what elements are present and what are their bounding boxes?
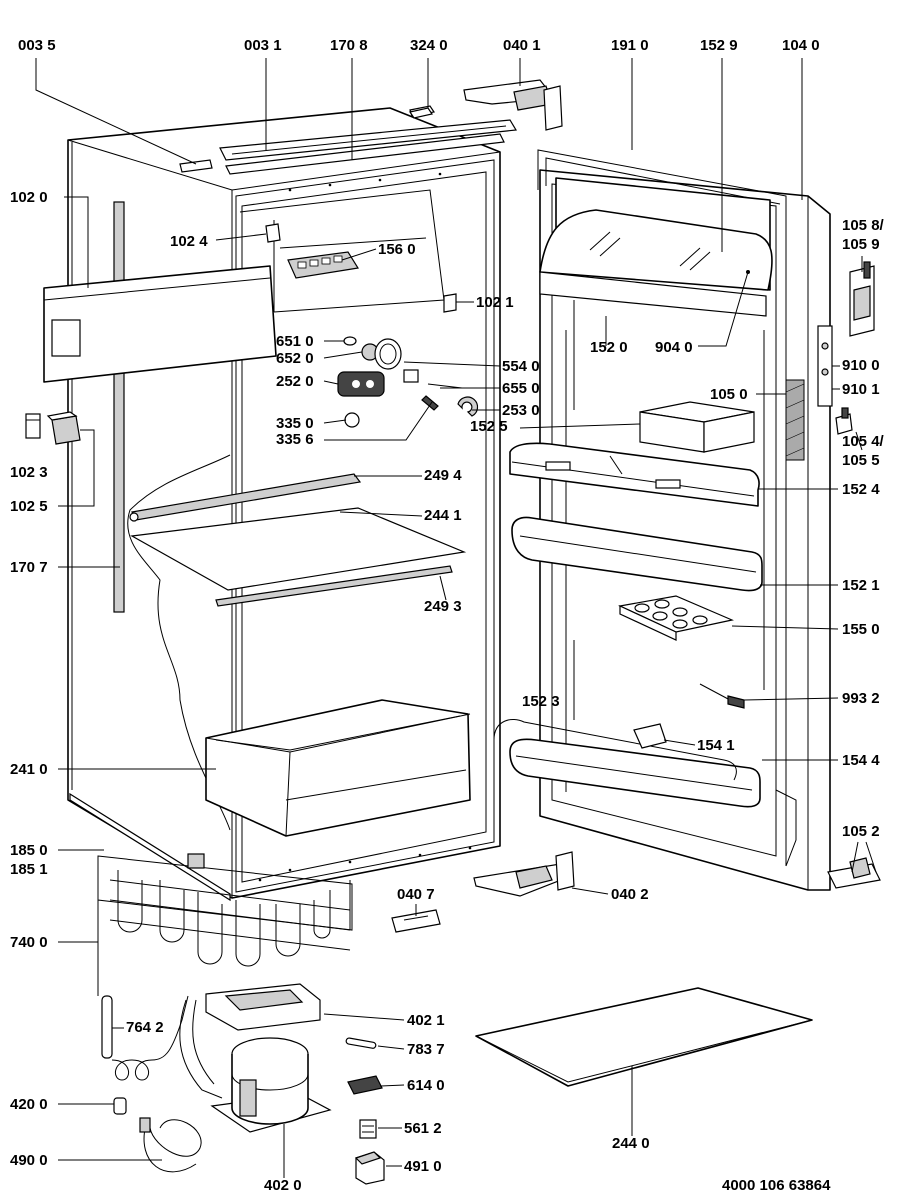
bracket-1024 (265, 223, 281, 243)
part-label-6550: 655 0 (502, 380, 540, 397)
relay-7837 (345, 1037, 377, 1049)
thermostat-group (337, 336, 479, 428)
cover-4910 (354, 1151, 385, 1185)
top-hinge (463, 79, 563, 131)
part-label-1055: 105 5 (842, 452, 880, 469)
part-label-1050: 105 0 (710, 386, 748, 403)
bracket-1021 (443, 293, 457, 313)
hinge-1058 (849, 261, 875, 337)
part-label-0402: 040 2 (611, 886, 649, 903)
part-label-4021: 402 1 (407, 1012, 445, 1029)
part-label-6520: 652 0 (276, 350, 314, 367)
leader-lines (35, 58, 877, 1178)
part-label-1025: 102 5 (10, 498, 48, 515)
part-label-1058: 105 8/ (842, 217, 885, 234)
part-label-4020: 402 0 (264, 1177, 302, 1194)
part-label-3350: 335 0 (276, 415, 314, 432)
part-label-2440: 244 0 (612, 1135, 650, 1152)
part-label-1708: 170 8 (330, 37, 368, 54)
part-label-1541: 154 1 (697, 737, 735, 754)
part-label-9040: 904 0 (655, 339, 693, 356)
small-box (639, 401, 755, 453)
part-label-1850: 185 0 (10, 842, 48, 859)
pin-1054 (835, 407, 853, 435)
power-cord (139, 1117, 202, 1173)
evaporator-plate (43, 265, 277, 383)
part-label-1851: 185 1 (10, 861, 48, 878)
part-label-2493: 249 3 (424, 598, 462, 615)
cover-1025 (46, 411, 81, 445)
part-label-2530: 253 0 (502, 402, 540, 419)
part-label-1524: 152 4 (842, 481, 880, 498)
part-label-1529: 152 9 (700, 37, 738, 54)
part-label-1550: 155 0 (842, 621, 880, 638)
part-label-1023: 102 3 (10, 464, 48, 481)
part-label-3356: 335 6 (276, 431, 314, 448)
bracket-1023 (25, 413, 41, 439)
part-label-6140: 614 0 (407, 1077, 445, 1094)
compressor (179, 983, 332, 1133)
part-label-1521: 152 1 (842, 577, 880, 594)
part-label-0401: 040 1 (503, 37, 541, 54)
egg-tray (618, 595, 734, 641)
glass-shelf (129, 473, 467, 607)
part-label-7400: 740 0 (10, 934, 48, 951)
part-label-5612: 561 2 (404, 1120, 442, 1137)
ice-tray (287, 251, 359, 279)
part-label-1021: 102 1 (476, 294, 514, 311)
part-label-7837: 783 7 (407, 1041, 445, 1058)
hinge-cover-0407 (391, 909, 441, 933)
door-shelf-1524 (509, 442, 760, 507)
capacitor-4200 (113, 1097, 127, 1115)
part-label-2494: 249 4 (424, 467, 462, 484)
sensor-9932 (699, 683, 745, 709)
part-label-4900: 490 0 (10, 1152, 48, 1169)
part-label-9101: 910 1 (842, 381, 880, 398)
part-label-2520: 252 0 (276, 373, 314, 390)
crisper-drawer (205, 699, 471, 837)
part-label-1040: 104 0 (782, 37, 820, 54)
part-label-9100: 910 0 (842, 357, 880, 374)
glass-plate-2440 (475, 987, 813, 1087)
part-label-1520: 152 0 (590, 339, 628, 356)
part-label-2441: 244 1 (424, 507, 462, 524)
part-label-4910: 491 0 (404, 1158, 442, 1175)
part-label-drawing-number: 4000 106 63864 (722, 1177, 831, 1194)
part-label-1052: 105 2 (842, 823, 880, 840)
part-label-1525: 152 5 (470, 418, 508, 435)
part-label-0031: 003 1 (244, 37, 282, 54)
capillary-tube (101, 995, 189, 1081)
butter-compartment (539, 177, 773, 317)
door (537, 149, 833, 891)
part-label-1544: 154 4 (842, 752, 880, 769)
part-label-5540: 554 0 (502, 358, 540, 375)
part-label-1024: 102 4 (170, 233, 208, 250)
bottle-shelf (493, 718, 761, 808)
part-labels: 003 5 003 1 170 8 324 0 040 1 191 0 152 9 104 0… (10, 37, 885, 1194)
part-label-4200: 420 0 (10, 1096, 48, 1113)
part-label-9932: 993 2 (842, 690, 880, 707)
part-label-7642: 764 2 (126, 1019, 164, 1036)
clip-3240 (409, 107, 433, 119)
part-label-1560: 156 0 (378, 241, 416, 258)
clip-5612 (359, 1119, 377, 1139)
part-label-3240: 324 0 (410, 37, 448, 54)
door-shelf-1521 (511, 516, 763, 592)
part-label-2410: 241 0 (10, 761, 48, 778)
condenser (69, 792, 353, 996)
relay-6140 (347, 1075, 383, 1095)
part-label-0035: 003 5 (18, 37, 56, 54)
bottom-hinge (473, 851, 575, 897)
part-label-1059: 105 9 (842, 236, 880, 253)
hinge-1052 (827, 857, 881, 889)
part-label-1910: 191 0 (611, 37, 649, 54)
part-label-1523: 152 3 (522, 693, 560, 710)
part-label-1707: 170 7 (10, 559, 48, 576)
part-label-1020: 102 0 (10, 189, 48, 206)
part-label-0407: 040 7 (397, 886, 435, 903)
part-label-1054: 105 4/ (842, 433, 885, 450)
part-label-6510: 651 0 (276, 333, 314, 350)
